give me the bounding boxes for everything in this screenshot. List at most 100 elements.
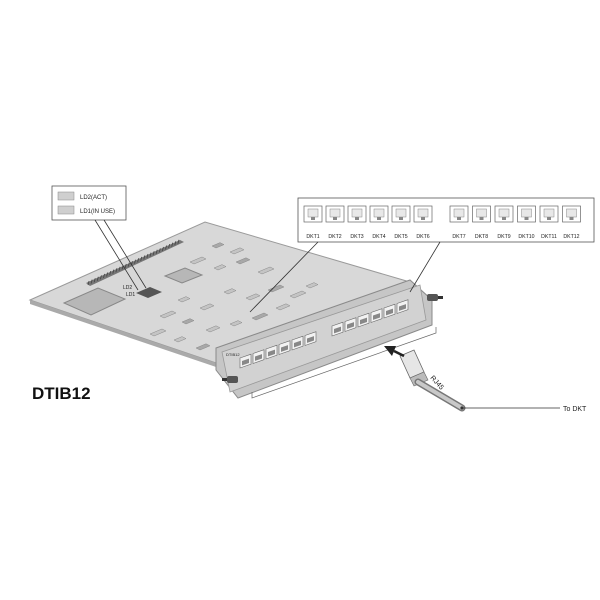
- callout-port-label: DKT7: [452, 234, 465, 240]
- led-inuse-swatch: [57, 205, 75, 215]
- pcb-component: [199, 303, 215, 311]
- callout-port-socket: [543, 208, 555, 218]
- faceplate-label: DTIB12: [226, 352, 240, 357]
- backplane-pin: [174, 241, 177, 246]
- pcb-component: [205, 325, 221, 333]
- pcb-component: [245, 293, 261, 301]
- callout-port-label: DKT10: [518, 234, 534, 240]
- callout-port-latch: [377, 217, 381, 220]
- callout-port-socket: [351, 208, 363, 218]
- backplane-connector: [86, 239, 184, 286]
- faceplate-port-socket: [360, 317, 367, 325]
- backplane-pin: [109, 270, 112, 276]
- callout-port-label: DKT12: [563, 234, 579, 240]
- backplane-pin: [96, 276, 99, 281]
- callout-port-latch: [569, 217, 574, 220]
- callout-port-socket: [307, 208, 319, 218]
- port-callout-line-1: [249, 241, 319, 313]
- faceplate-port-socket: [399, 304, 406, 311]
- pcb-component: [235, 257, 251, 265]
- to-dkt-dot: [460, 406, 464, 410]
- callout-port-latch: [457, 217, 461, 220]
- callout-port-label: DKT3: [350, 234, 363, 240]
- pcb-component: [229, 247, 245, 255]
- callout-port-latch: [547, 217, 551, 220]
- callout-port-label: DKT8: [475, 234, 488, 240]
- card-model-title: DTIB12: [32, 384, 91, 403]
- callout-port-label: DKT5: [394, 234, 407, 240]
- backplane-pin: [115, 268, 118, 273]
- pcb-component: [251, 312, 269, 321]
- callout-port-label: DKT4: [372, 234, 385, 240]
- backplane-pin: [87, 280, 90, 286]
- faceplate-bracket: [251, 327, 437, 399]
- backplane-pin: [146, 253, 149, 259]
- thumbscrew-left: [222, 376, 238, 383]
- callout-port-socket: [417, 208, 429, 218]
- led-act-label: LD2(ACT): [80, 195, 107, 201]
- pcb-components: [149, 242, 319, 351]
- pcb-component: [213, 264, 227, 271]
- backplane-pin: [143, 255, 146, 260]
- led-legend: LD2(ACT) LD1(IN USE): [51, 185, 127, 221]
- pcb-component: [257, 266, 275, 275]
- backplane-pin: [171, 242, 174, 247]
- faceplate-port-socket: [373, 313, 380, 320]
- pcb-component: [177, 296, 191, 303]
- pcb-component: [289, 290, 307, 299]
- secondary-chip: [163, 267, 204, 284]
- backplane-pin: [158, 248, 161, 253]
- callout-port-latch: [524, 217, 529, 220]
- led-callout-line-1: [94, 219, 139, 291]
- backplane-pin: [112, 269, 115, 274]
- backplane-pin: [149, 252, 152, 257]
- callout-port-latch: [421, 217, 425, 220]
- callout-port-latch: [479, 217, 484, 220]
- faceplate-ports: [239, 299, 409, 369]
- pcb-board-edge: [30, 300, 222, 369]
- backplane-pin: [134, 259, 136, 264]
- backplane-pin: [155, 249, 158, 254]
- led-callout-line-2: [103, 219, 147, 289]
- backplane-pin: [177, 239, 180, 244]
- backplane-pins: [87, 239, 180, 286]
- backplane-pin: [90, 279, 93, 284]
- callout-port-latch: [502, 217, 506, 220]
- led-header: [136, 287, 162, 298]
- pcb-component: [149, 328, 167, 337]
- pcb-component: [189, 256, 207, 265]
- faceplate-port-socket: [281, 345, 288, 352]
- faceplate-port-socket: [255, 354, 262, 361]
- backplane-pin: [165, 245, 167, 250]
- callout-port-label: DKT2: [328, 234, 341, 240]
- callout-port-socket: [521, 208, 532, 218]
- port-callout-line-2: [409, 241, 441, 293]
- faceplate-port-socket: [347, 322, 354, 329]
- pcb-component: [159, 310, 177, 319]
- backplane-pin: [93, 278, 96, 283]
- backplane-pin: [152, 251, 155, 256]
- callout-port-latch: [333, 217, 337, 220]
- callout-port-socket: [373, 208, 385, 218]
- rj45-cable-core: [416, 380, 464, 410]
- pcb-led-label-1: LD1: [126, 292, 135, 298]
- insertion-arrow-head: [384, 346, 396, 356]
- main-chip: [62, 287, 127, 316]
- callout-port-socket: [329, 208, 341, 218]
- faceplate-port-socket: [242, 358, 249, 366]
- pcb-component: [275, 303, 291, 311]
- pcb-component: [195, 343, 211, 351]
- faceplate-port-socket: [334, 326, 341, 334]
- backplane-pin: [103, 273, 105, 278]
- backplane-pin: [162, 246, 164, 252]
- backplane-pin: [127, 262, 130, 267]
- pcb-component: [173, 336, 187, 343]
- callout-port-label: DKT11: [541, 234, 557, 240]
- backplane-pin: [168, 243, 170, 249]
- led-inuse-label: LD1(IN USE): [80, 209, 115, 215]
- callout-port-socket: [395, 208, 407, 218]
- callout-port-socket: [498, 208, 510, 218]
- thumbscrew-right: [427, 294, 443, 301]
- callout-port-latch: [355, 217, 359, 220]
